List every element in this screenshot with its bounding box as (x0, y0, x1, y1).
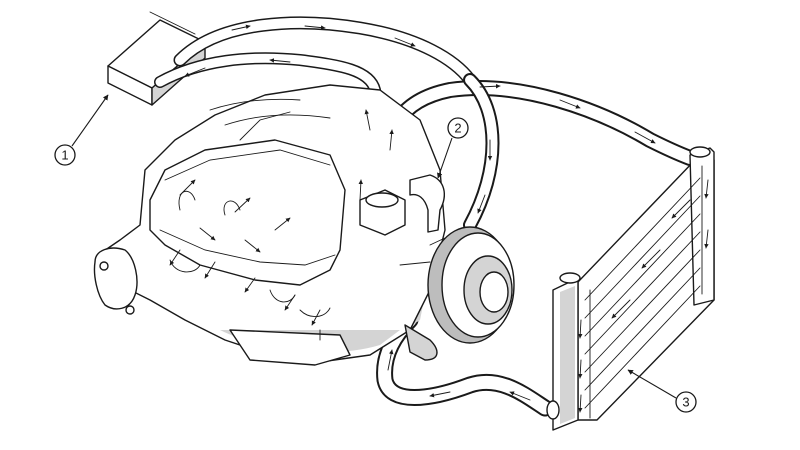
callout-2: 2 (437, 117, 469, 179)
radiator (546, 146, 715, 431)
callout-3: 3 (627, 369, 697, 413)
engine-block (93, 84, 446, 366)
water-pump-pulley (399, 226, 515, 361)
callout-1-label: 1 (61, 148, 68, 163)
callout-1: 1 (54, 94, 109, 166)
callout-3-label: 3 (682, 395, 689, 410)
coolant-flow-arrows (169, 24, 709, 413)
callout-2-label: 2 (454, 121, 461, 136)
